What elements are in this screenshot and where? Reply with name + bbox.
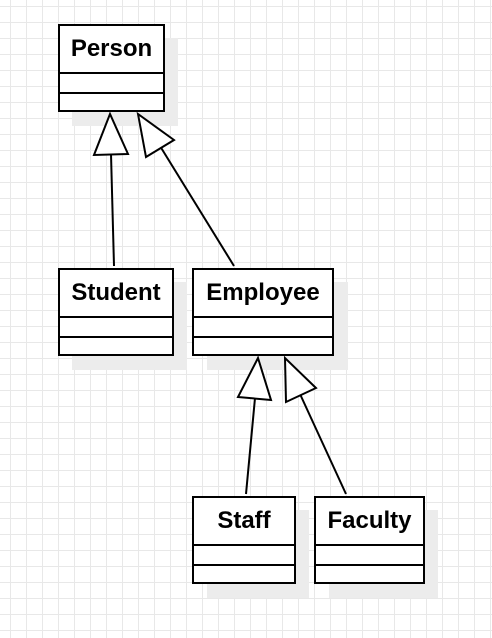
class-name: Student bbox=[60, 270, 172, 318]
attributes-compartment bbox=[316, 546, 423, 566]
operations-compartment bbox=[60, 338, 172, 354]
class-employee[interactable]: Employee bbox=[192, 268, 334, 356]
class-student[interactable]: Student bbox=[58, 268, 174, 356]
class-faculty[interactable]: Faculty bbox=[314, 496, 425, 584]
class-name: Staff bbox=[194, 498, 294, 546]
generalization-arrowhead bbox=[92, 111, 130, 157]
generalization-arrowhead bbox=[136, 111, 176, 159]
attributes-compartment bbox=[194, 318, 332, 338]
generalization-arrowhead bbox=[283, 355, 318, 404]
generalization-arrowhead bbox=[236, 355, 273, 402]
edge-staff-employee[interactable] bbox=[236, 355, 273, 495]
edge-employee-person[interactable] bbox=[136, 111, 235, 267]
operations-compartment bbox=[60, 94, 163, 110]
class-name: Person bbox=[60, 26, 163, 74]
class-name: Employee bbox=[194, 270, 332, 318]
edge-student-person[interactable] bbox=[92, 111, 130, 267]
class-person[interactable]: Person bbox=[58, 24, 165, 112]
class-name: Faculty bbox=[316, 498, 423, 546]
class-staff[interactable]: Staff bbox=[192, 496, 296, 584]
edge-faculty-employee[interactable] bbox=[283, 355, 347, 495]
attributes-compartment bbox=[60, 74, 163, 94]
attributes-compartment bbox=[194, 546, 294, 566]
operations-compartment bbox=[194, 338, 332, 354]
operations-compartment bbox=[316, 566, 423, 582]
operations-compartment bbox=[194, 566, 294, 582]
attributes-compartment bbox=[60, 318, 172, 338]
